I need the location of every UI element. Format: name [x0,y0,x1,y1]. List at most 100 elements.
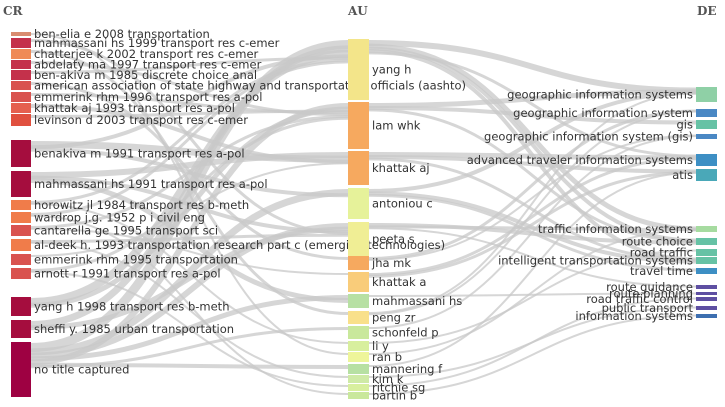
cr-node-12[interactable] [11,212,31,223]
de-node-0[interactable] [696,87,717,102]
cr-node-18[interactable] [11,320,31,338]
de-label-2: gis [677,118,694,132]
au-node-7[interactable] [348,294,369,308]
de-node-12[interactable] [696,292,717,295]
flow-au-de-7 [368,108,697,243]
flow-cr-au-26 [30,58,349,204]
cr-node-0[interactable] [11,32,31,36]
cr-node-14[interactable] [11,239,31,251]
flow-cr-au-35 [30,270,349,387]
cr-node-5[interactable] [11,81,31,90]
au-label-1: lam whk [372,119,421,133]
de-node-7[interactable] [696,238,717,245]
flow-cr-au-13 [30,178,349,303]
cr-node-3[interactable] [11,60,31,69]
cr-node-1[interactable] [11,38,31,48]
au-label-10: li y [372,339,389,353]
au-node-5[interactable] [348,256,369,270]
de-label-15: information systems [575,309,693,323]
de-label-7: route choice [622,235,693,249]
de-label-4: advanced traveler information systems [467,153,693,167]
flow-au-de-27 [368,171,697,367]
de-node-4[interactable] [696,154,717,166]
cr-node-11[interactable] [11,200,31,210]
cr-node-7[interactable] [11,103,31,113]
de-node-2[interactable] [696,120,717,129]
flow-cr-au-10 [30,106,349,308]
flow-cr-au-34 [30,241,349,378]
au-label-4: peeta s [372,232,415,246]
cr-label-2: chatterjee k 2002 transport res c-emer [34,47,259,61]
au-node-12[interactable] [348,364,369,374]
au-node-3[interactable] [348,188,369,219]
de-label-0: geographic information systems [507,88,693,102]
au-node-8[interactable] [348,311,369,324]
de-node-15[interactable] [696,314,717,318]
de-label-6: traffic information systems [538,222,693,236]
de-node-1[interactable] [696,109,717,117]
au-node-9[interactable] [348,326,369,339]
de-node-9[interactable] [696,257,717,264]
cr-label-6: emmerink rhm 1996 transport res a-pol [34,90,262,104]
flow-nodes: ben-elia e 2008 transportationmahmassani… [11,27,717,403]
header-au: AU [347,4,368,18]
de-label-11: route guidance [606,280,693,294]
de-node-8[interactable] [696,249,717,256]
flow-au-de-15 [368,225,697,231]
au-node-14[interactable] [348,384,369,391]
cr-node-8[interactable] [11,114,31,126]
au-label-3: antoniou c [372,197,433,211]
au-node-4[interactable] [348,222,369,256]
flow-au-de-1 [368,43,697,232]
de-label-9: intelligent transportation systems [498,254,693,268]
de-label-14: public transport [602,301,694,315]
au-label-12: mannering f [372,362,443,376]
flow-au-de-23 [368,110,697,316]
cr-node-9[interactable] [11,140,31,167]
cr-label-1: mahmassani hs 1999 transport res c-emer [34,36,280,50]
au-label-0: yang h [372,63,411,77]
cr-node-13[interactable] [11,225,31,236]
cr-node-15[interactable] [11,254,31,265]
flow-cr-au-31 [30,116,349,272]
au-node-2[interactable] [348,151,369,185]
cr-node-10[interactable] [11,171,31,197]
au-node-1[interactable] [348,102,369,149]
de-node-10[interactable] [696,268,717,274]
au-node-11[interactable] [348,352,369,362]
au-label-6: khattak a [372,275,426,289]
cr-label-10: mahmassani hs 1991 transport res a-pol [34,177,268,191]
header-de: DE [697,4,717,18]
cr-node-19[interactable] [11,342,31,397]
de-node-14[interactable] [696,306,717,310]
cr-node-17[interactable] [11,297,31,316]
flow-cr-au-28 [30,115,349,229]
cr-label-15: emmerink rhm 1995 transportation [34,253,238,267]
flow-au-de-16 [368,227,697,288]
cr-label-17: yang h 1998 transport res b-meth [34,300,229,314]
au-node-10[interactable] [348,341,369,351]
au-node-6[interactable] [348,272,369,292]
de-node-13[interactable] [696,297,717,301]
flow-au-de-5 [368,89,697,108]
au-node-15[interactable] [348,392,369,399]
cr-label-9: benakiva m 1991 transport res a-pol [34,147,245,161]
flow-cr-au-8 [30,226,349,331]
de-node-11[interactable] [696,285,717,289]
cr-node-16[interactable] [11,268,31,279]
de-node-6[interactable] [696,226,717,232]
de-node-5[interactable] [696,169,717,181]
flow-cr-au-36 [30,214,349,395]
cr-node-6[interactable] [11,92,31,102]
de-node-3[interactable] [696,134,717,139]
au-node-0[interactable] [348,39,369,100]
cr-label-7: khattak aj 1993 transport res a-pol [34,101,235,115]
cr-node-4[interactable] [11,70,31,80]
flow-au-de-21 [368,292,697,297]
flow-cr-au-15 [30,54,349,150]
de-label-10: travel time [630,264,693,278]
cr-node-2[interactable] [11,49,31,59]
au-node-13[interactable] [348,375,369,383]
de-label-5: atis [672,168,693,182]
flow-au-de-9 [368,155,697,174]
